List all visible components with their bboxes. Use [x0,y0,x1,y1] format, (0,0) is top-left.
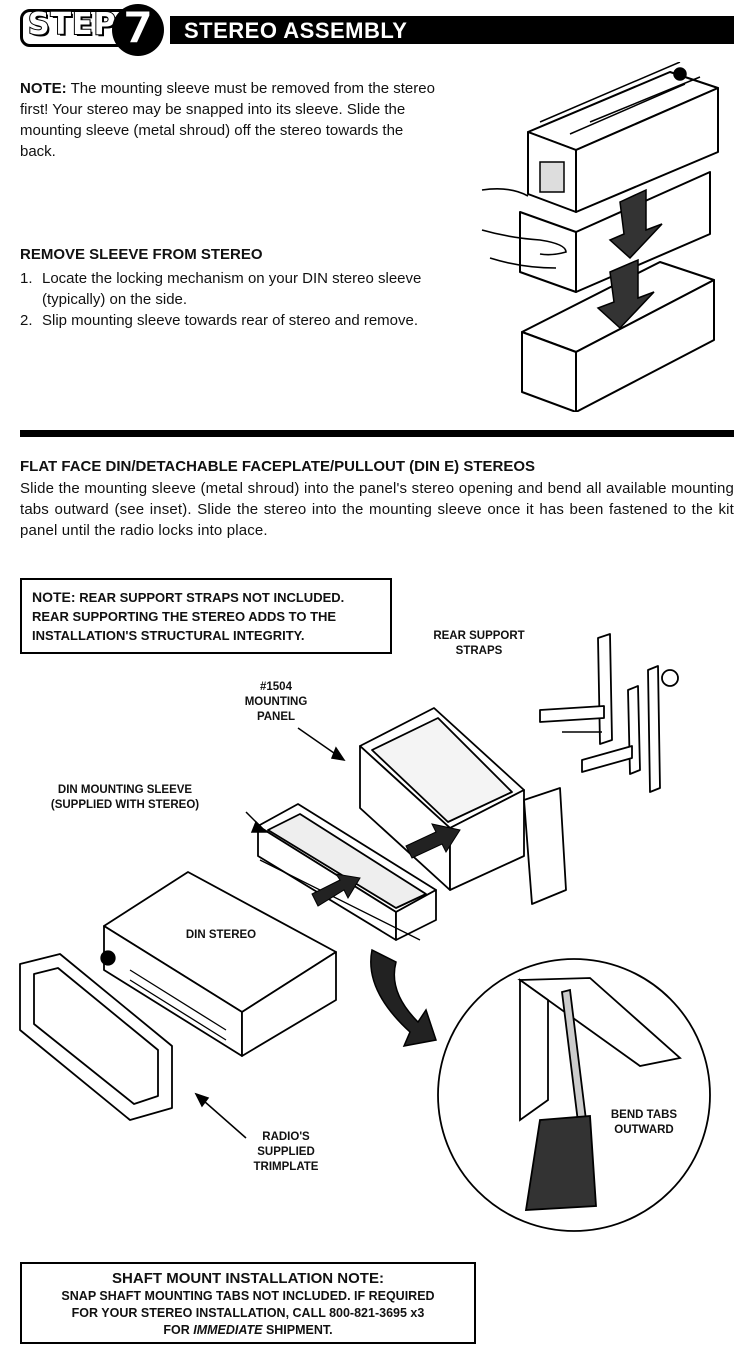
section-divider [20,430,734,437]
step-text: Locate the locking mechanism on your DIN… [42,270,422,308]
note2-lead: NOTE: [32,589,76,605]
mounting-panel-label: #1504 MOUNTING PANEL [244,681,308,723]
note2-line3: INSTALLATION'S STRUCTURAL INTEGRITY. [32,628,305,643]
remove-sleeve-steps: 1. Locate the locking mechanism on your … [20,268,440,331]
shaft-note-line3: FOR IMMEDIATE SHIPMENT. [163,1323,333,1337]
sleeve-removal-note: NOTE: The mounting sleeve must be remove… [20,78,440,162]
title-bar: STEREO ASSEMBLY [170,16,734,44]
step-header: STEP 7 STEREO ASSEMBLY [20,3,734,56]
step-badge: STEP 7 [20,3,170,56]
step-index: 1. [20,270,33,287]
shaft-note-title: SHAFT MOUNT INSTALLATION NOTE: [112,1270,384,1287]
page-title: STEREO ASSEMBLY [184,18,408,43]
step-word: STEP [27,6,117,43]
flat-face-instructions: Slide the mounting sleeve (metal shroud)… [20,480,734,539]
assembly-diagram [19,633,711,1232]
note-lead: NOTE: [20,80,67,97]
note2-line2: REAR SUPPORTING THE STEREO ADDS TO THE [32,609,337,624]
flat-face-heading: FLAT FACE DIN/DETACHABLE FACEPLATE/PULLO… [20,458,535,475]
inset-curved-arrow [370,948,437,1047]
step-text: Slip mounting sleeve towards rear of ste… [42,312,419,329]
note-text: The mounting sleeve must be removed from… [20,80,435,160]
list-item: 2. Slip mounting sleeve towards rear of … [20,310,440,331]
step-number: 7 [122,3,154,55]
list-item: 1. Locate the locking mechanism on your … [20,268,440,310]
bend-tabs-label: BEND TABS OUTWARD [610,1109,678,1136]
shaft-note-line1: SNAP SHAFT MOUNTING TABS NOT INCLUDED. I… [61,1289,435,1303]
rear-support-straps-label: REAR SUPPORT STRAPS [433,630,525,657]
shaft-note-line2: FOR YOUR STEREO INSTALLATION, CALL 800-8… [71,1306,425,1320]
trimplate-label: RADIO'S SUPPLIED TRIMPLATE [253,1131,319,1173]
shaft-mount-note: SHAFT MOUNT INSTALLATION NOTE: SNAP SHAF… [20,1262,476,1344]
sleeve-removal-illustration [481,62,719,412]
remove-sleeve-heading: REMOVE SLEEVE FROM STEREO [20,246,263,263]
step-index: 2. [20,312,33,329]
note2-line1: REAR SUPPORT STRAPS NOT INCLUDED. [79,590,345,605]
rear-support-note: NOTE: REAR SUPPORT STRAPS NOT INCLUDED. … [20,578,392,654]
din-stereo-label: DIN STEREO [185,929,257,941]
din-sleeve-label: DIN MOUNTING SLEEVE (SUPPLIED WITH STERE… [50,784,200,811]
step-number-circle [112,4,164,56]
